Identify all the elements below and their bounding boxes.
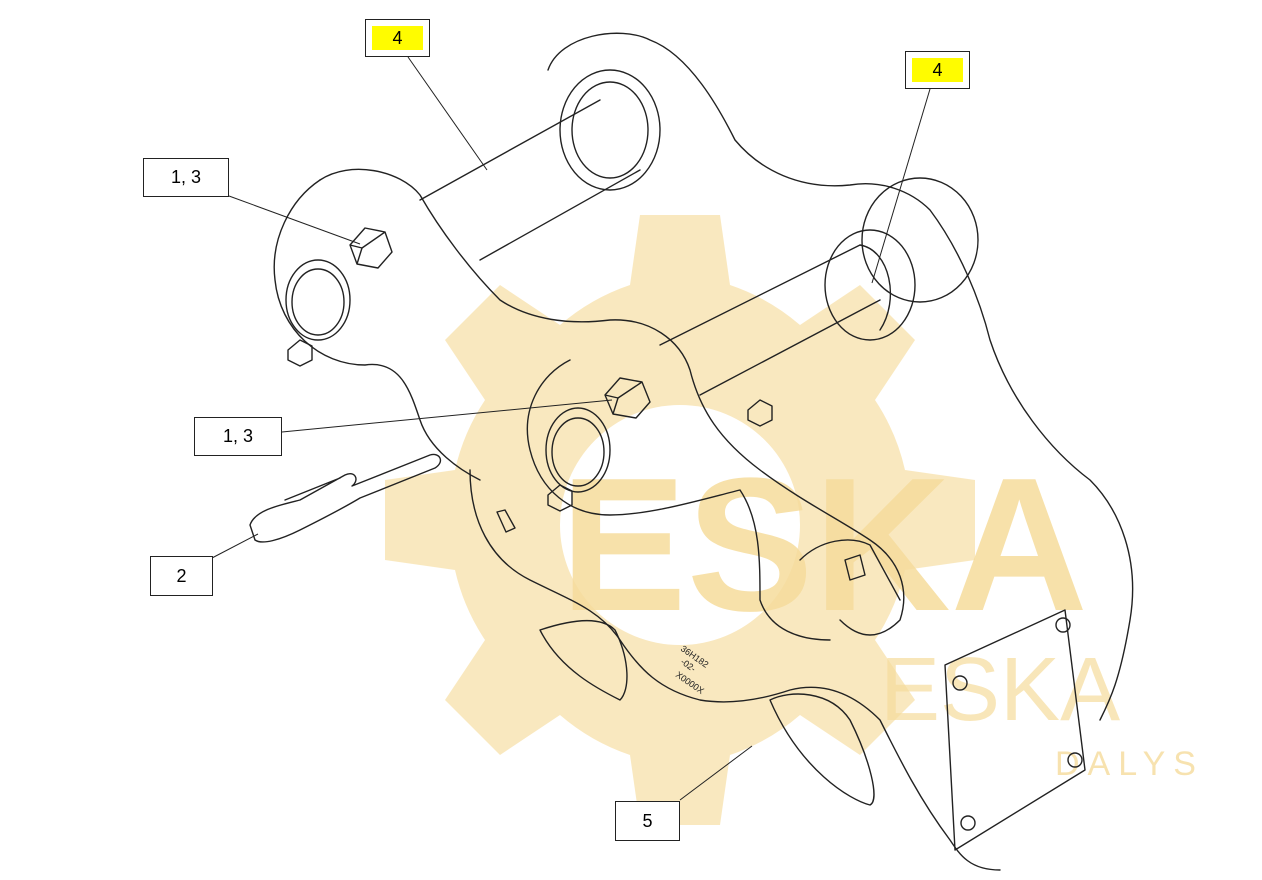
bore-left-inner [291,268,345,336]
plate-bolt-3 [1067,752,1083,768]
watermark-brand-small: ESKA [880,640,1120,740]
gear-logo-hole [560,405,800,645]
plate-bolt-2 [1055,617,1071,633]
callout-1-3-top: 1, 3 [143,158,229,197]
callout-text: 4 [372,26,423,50]
callout-text: 1, 3 [170,167,202,187]
bore-center [545,407,611,493]
bolt-small-left [287,339,313,367]
rear-boss-top [559,69,661,191]
bore-left [285,259,351,341]
front-lug-left [273,179,481,481]
slot [496,509,516,533]
marking-3: X0000X [674,669,706,696]
callout-text: 5 [642,810,653,831]
callout-2: 2 [150,556,213,596]
bolt-center [604,377,651,419]
plate-bolt-4 [960,815,976,831]
jaw-right [769,693,875,806]
rear-boss-right [861,177,979,303]
jaw-left [539,619,628,701]
front-plate [319,168,905,636]
callout-5: 5 [615,801,680,841]
rear-boss-right-inner [824,229,916,341]
callout-4-top: 4 [365,19,430,57]
front-lug-center [526,359,831,641]
side-plate [944,609,1086,851]
bolt-small-center [547,484,573,512]
callout-1-3-center: 1, 3 [194,417,282,456]
rear-boss-top-inner [571,81,649,179]
pin-right [659,244,892,396]
plate-bolt-1 [952,675,968,691]
rear-plate [547,32,1134,721]
leader-lines [211,56,931,801]
bolt-small-right [747,399,773,427]
lower-body [469,469,1001,871]
pin-top [419,99,641,261]
callout-4-right: 4 [905,51,970,89]
wrench [249,453,442,543]
callout-text: 1, 3 [222,426,254,446]
bore-center-inner [551,417,605,487]
watermark-sub: DALYS [1055,745,1204,783]
callout-text: 4 [912,58,963,82]
callout-text: 2 [176,565,187,586]
bolt-top [349,227,393,269]
cylinder [799,539,901,601]
